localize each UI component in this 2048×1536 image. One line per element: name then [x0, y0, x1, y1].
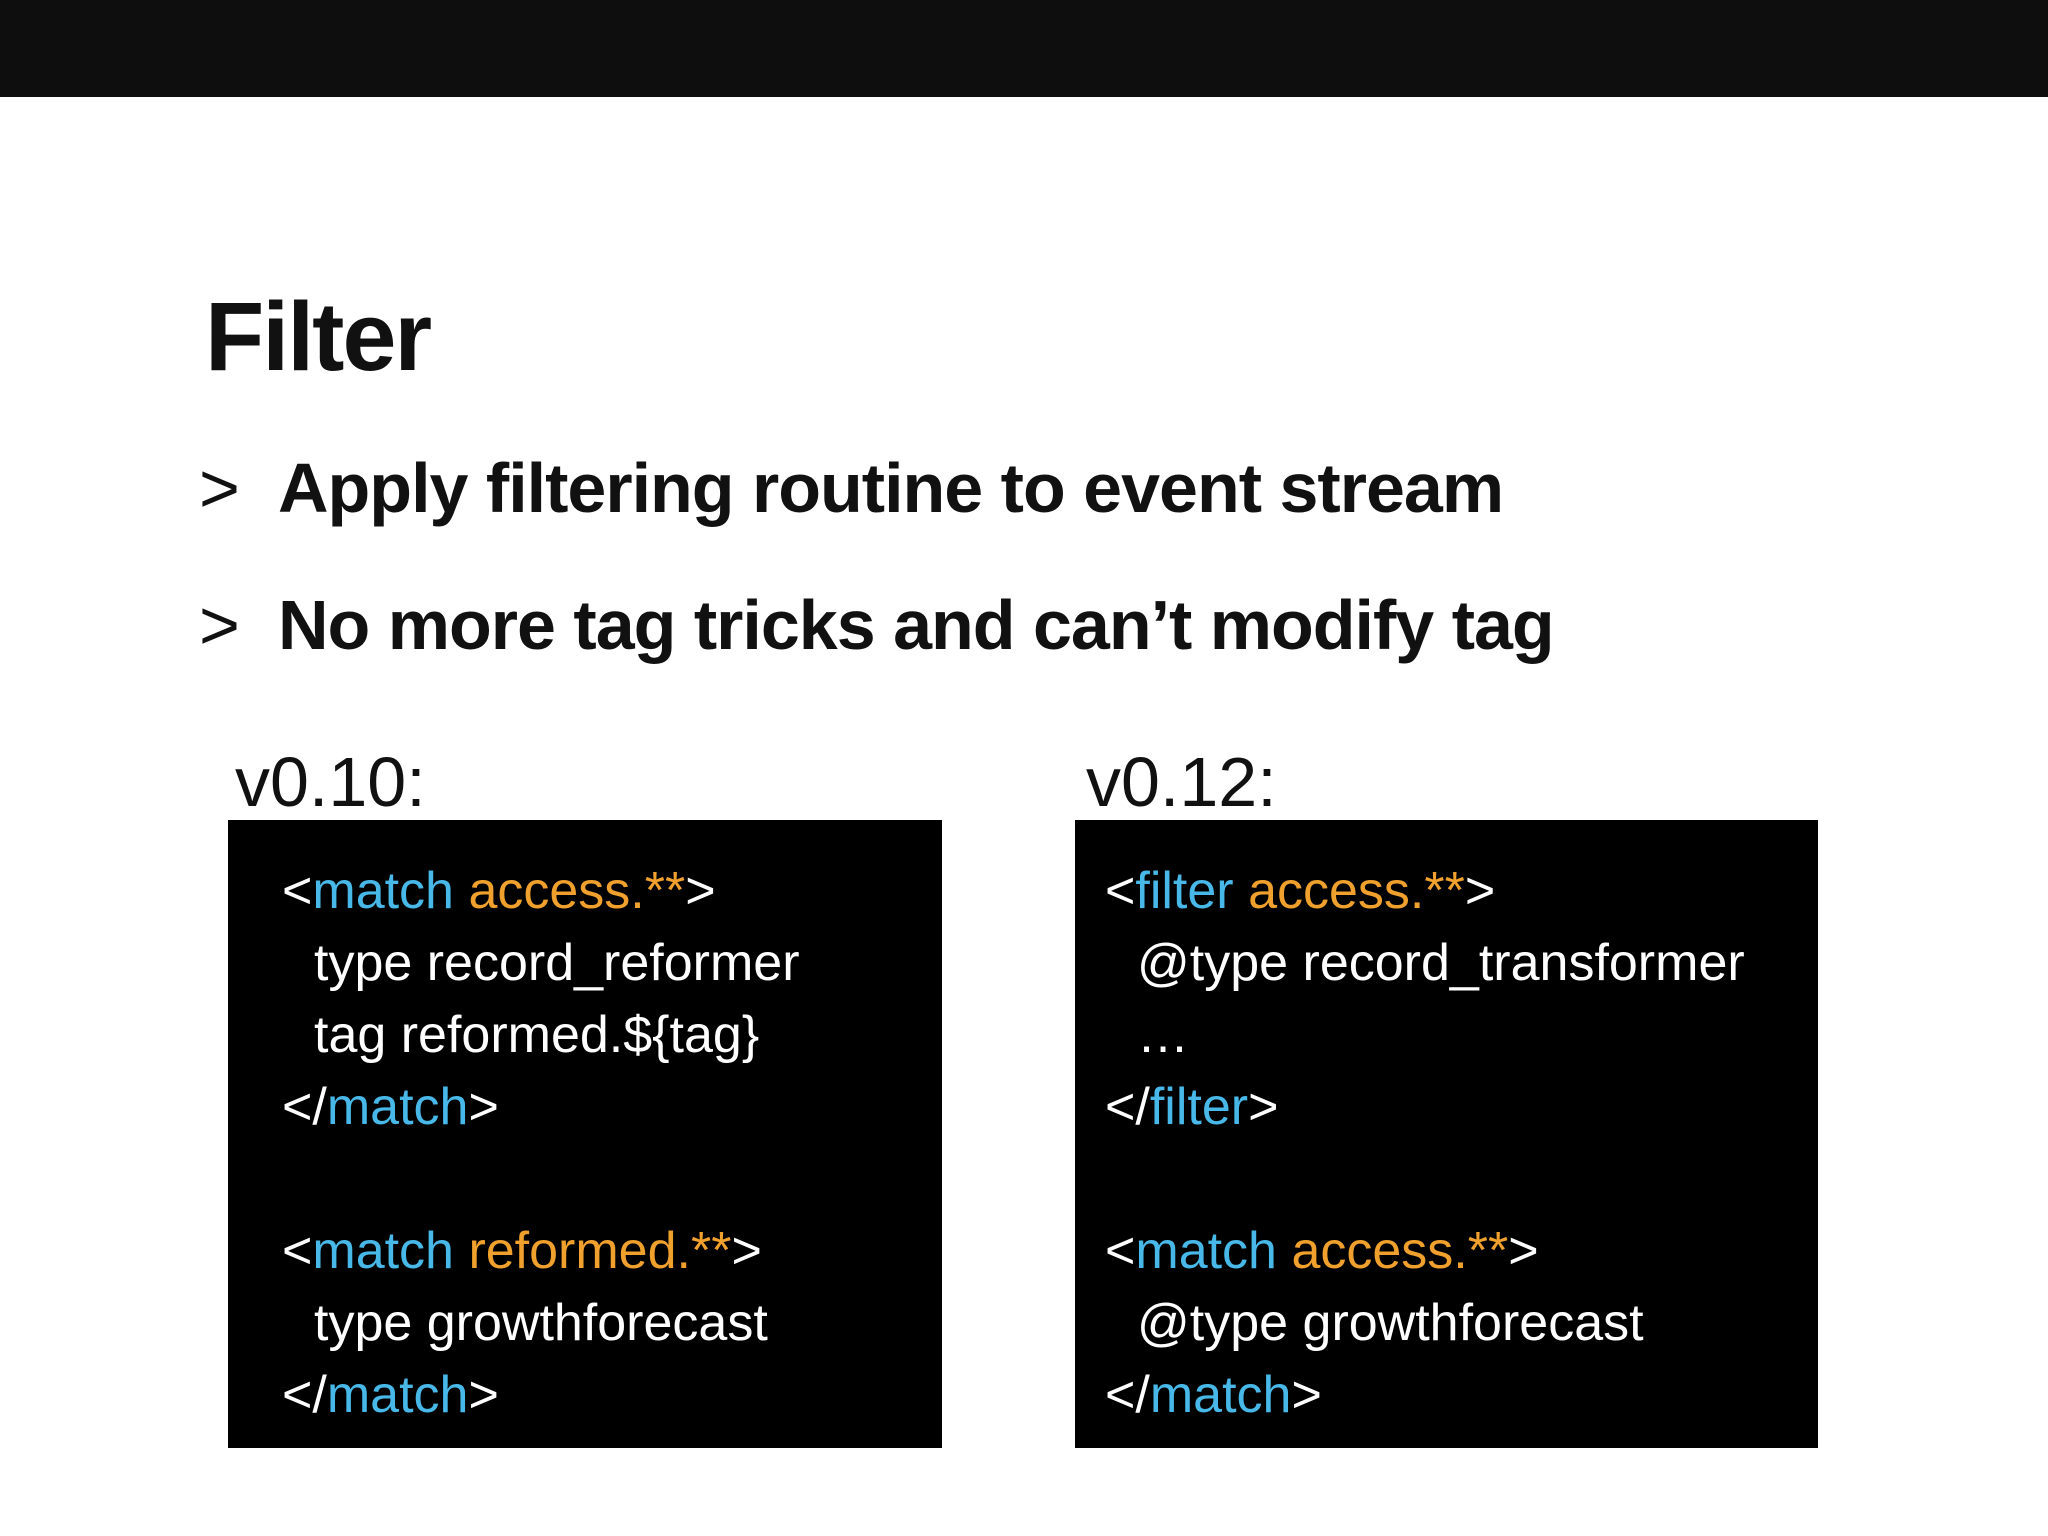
code-token-pattern: access.**	[468, 862, 686, 920]
code-column-v010: v0.10: <match access.**>type record_refo…	[228, 745, 942, 1448]
code-line-blank	[1105, 1143, 1818, 1215]
code-token-plain: >	[468, 1078, 499, 1136]
code-token-keyword: match	[1149, 1366, 1292, 1424]
code-token-pattern: access.**	[1248, 862, 1465, 920]
code-token-pattern: access.**	[1291, 1222, 1509, 1280]
page-title: Filter	[205, 281, 432, 391]
code-token-keyword: match	[312, 862, 454, 920]
code-token-plain: </	[282, 1366, 327, 1424]
code-token-plain: </	[282, 1078, 327, 1136]
bullet-text: Apply filtering routine to event stream	[278, 449, 1504, 527]
code-token-plain: >	[1508, 1222, 1539, 1280]
code-token-plain: >	[468, 1366, 499, 1424]
code-line: type record_reformer	[282, 927, 942, 999]
code-token-plain: </	[1105, 1366, 1150, 1424]
code-token-plain: >	[731, 1222, 762, 1280]
code-token-keyword: match	[326, 1366, 469, 1424]
code-token-plain	[1234, 862, 1248, 920]
code-line: </match>	[282, 1071, 942, 1143]
code-token-keyword: filter	[1135, 862, 1234, 920]
code-token-plain: type growthforecast	[314, 1294, 768, 1352]
bullet-text: No more tag tricks and can’t modify tag	[278, 586, 1555, 664]
code-line-blank	[282, 1143, 942, 1215]
code-token-plain: @type growthforecast	[1137, 1294, 1644, 1352]
code-line: <filter access.**>	[1105, 855, 1818, 927]
code-token-plain: type record_reformer	[314, 934, 800, 992]
version-label-v010: v0.10:	[235, 743, 426, 821]
code-token-plain: >	[685, 862, 716, 920]
code-line: <match access.**>	[282, 855, 942, 927]
code-line: </match>	[1105, 1359, 1818, 1431]
code-token-keyword: match	[1135, 1222, 1277, 1280]
code-line: <match access.**>	[1105, 1215, 1818, 1287]
code-column-v012: v0.12: <filter access.**>@type record_tr…	[1075, 745, 1818, 1448]
code-line: </filter>	[1105, 1071, 1818, 1143]
code-line: type growthforecast	[282, 1287, 942, 1359]
code-token-plain: …	[1137, 1006, 1189, 1064]
code-line: @type record_transformer	[1105, 927, 1818, 999]
code-token-plain: @type record_transformer	[1137, 934, 1745, 992]
code-token-pattern: reformed.**	[468, 1222, 732, 1280]
version-label-v012: v0.12:	[1086, 743, 1277, 821]
code-line: tag reformed.${tag}	[282, 999, 942, 1071]
bullet-item: > No more tag tricks and can’t modify ta…	[199, 586, 1555, 664]
code-token-plain: <	[282, 1222, 313, 1280]
code-line: </match>	[282, 1359, 942, 1431]
code-token-keyword: filter	[1149, 1078, 1249, 1136]
code-line: …	[1105, 999, 1818, 1071]
code-token-plain: >	[1464, 862, 1496, 920]
code-token-plain: </	[1105, 1078, 1150, 1136]
code-token-plain: <	[1105, 1222, 1136, 1280]
code-token-plain: <	[282, 862, 313, 920]
code-token-plain: <	[1105, 862, 1136, 920]
code-block-v012: <filter access.**>@type record_transform…	[1075, 820, 1818, 1448]
code-token-keyword: match	[312, 1222, 454, 1280]
code-token-plain: tag reformed.${tag}	[314, 1006, 760, 1064]
code-token-plain	[454, 862, 468, 920]
top-bar	[0, 0, 2048, 97]
bullet-list: > Apply filtering routine to event strea…	[199, 451, 1555, 725]
code-token-plain	[454, 1222, 468, 1280]
bullet-marker: >	[199, 449, 240, 527]
code-token-plain	[1277, 1222, 1291, 1280]
code-line: @type growthforecast	[1105, 1287, 1818, 1359]
bullet-item: > Apply filtering routine to event strea…	[199, 451, 1554, 525]
code-token-keyword: match	[326, 1078, 469, 1136]
code-line: <match reformed.**>	[282, 1215, 942, 1287]
bullet-marker: >	[199, 586, 240, 664]
code-token-plain: >	[1248, 1078, 1279, 1136]
code-token-plain: >	[1291, 1366, 1322, 1424]
